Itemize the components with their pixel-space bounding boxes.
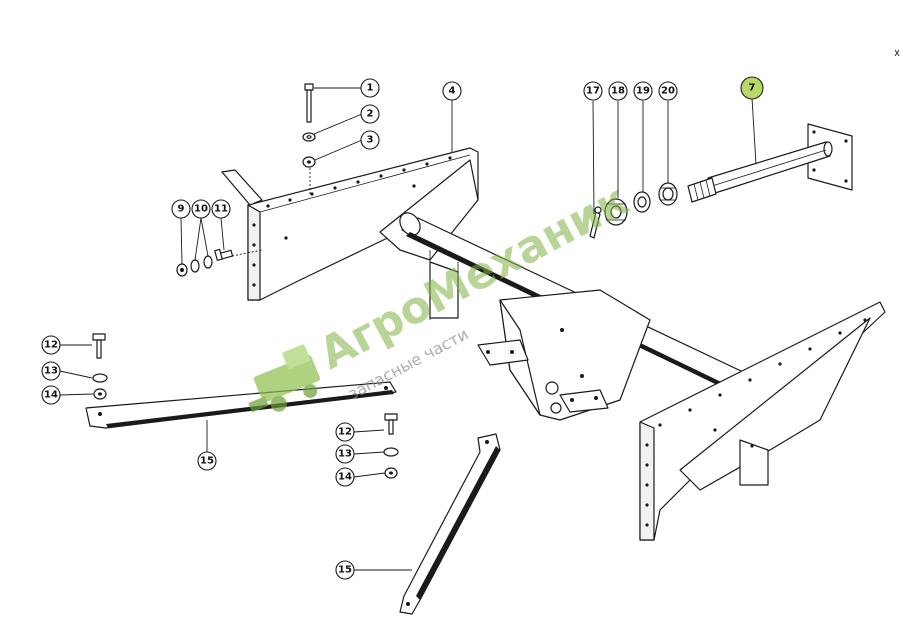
- callout-4: 4: [442, 81, 462, 101]
- callouts: 1 2 3 4 7 17 18 19 20 9 10 11 12 13 14 1…: [41, 76, 764, 580]
- callout-20: 20: [658, 81, 678, 101]
- bearing-ring-part-20: [658, 182, 678, 206]
- svg-text:1: 1: [367, 83, 374, 94]
- axle-shaft-part-7: [687, 123, 853, 203]
- washer-part-19: [633, 191, 651, 213]
- callout-10: 10: [191, 199, 211, 219]
- svg-text:14: 14: [338, 472, 352, 483]
- callout-2: 2: [360, 104, 380, 124]
- left-bracket-part-4: [221, 147, 479, 301]
- castle-nut-part-18: [604, 198, 628, 226]
- callout-15-lower: 15: [335, 560, 355, 580]
- right-bracket: [639, 301, 886, 541]
- callout-14-left: 14: [41, 385, 61, 405]
- svg-text:14: 14: [44, 390, 58, 401]
- svg-text:11: 11: [214, 204, 228, 215]
- svg-text:20: 20: [661, 86, 675, 97]
- center-bracket: [477, 289, 651, 421]
- combine-harvester-logo: [248, 344, 321, 413]
- callout-13-right: 13: [335, 444, 355, 464]
- svg-text:7: 7: [749, 83, 756, 94]
- callout-15-upper: 15: [197, 451, 217, 471]
- svg-text:15: 15: [200, 456, 214, 467]
- svg-text:10: 10: [194, 204, 208, 215]
- strut-part-15-upper: [85, 333, 399, 479]
- callout-13-left: 13: [41, 361, 61, 381]
- callout-12-left: 12: [41, 335, 61, 355]
- cotter-pin-part-17: [589, 206, 602, 239]
- callout-1: 1: [360, 78, 380, 98]
- leader-lines: [59, 87, 757, 571]
- svg-text:17: 17: [586, 86, 600, 97]
- callout-14-right: 14: [335, 467, 355, 487]
- svg-text:3: 3: [367, 135, 374, 146]
- svg-text:12: 12: [338, 427, 352, 438]
- callout-7-highlighted: 7: [740, 76, 764, 100]
- callout-9: 9: [171, 199, 191, 219]
- svg-text:15: 15: [338, 565, 352, 576]
- svg-text:13: 13: [44, 366, 58, 377]
- callout-11: 11: [211, 199, 231, 219]
- corner-mark: [894, 49, 900, 57]
- bolt-assembly-9-11: [176, 248, 234, 277]
- callout-3: 3: [360, 130, 380, 150]
- callout-12-right: 12: [335, 422, 355, 442]
- callout-18: 18: [608, 81, 628, 101]
- svg-text:19: 19: [636, 86, 650, 97]
- svg-text:12: 12: [44, 340, 58, 351]
- svg-text:13: 13: [338, 449, 352, 460]
- callout-19: 19: [633, 81, 653, 101]
- small-parts-17-20: [589, 182, 678, 239]
- bolt-assembly-1-3: [302, 83, 316, 168]
- svg-text:9: 9: [178, 204, 185, 215]
- svg-text:4: 4: [449, 86, 456, 97]
- strut-part-15-lower: [399, 433, 501, 615]
- svg-text:18: 18: [611, 86, 625, 97]
- svg-text:2: 2: [367, 109, 374, 120]
- callout-17: 17: [583, 81, 603, 101]
